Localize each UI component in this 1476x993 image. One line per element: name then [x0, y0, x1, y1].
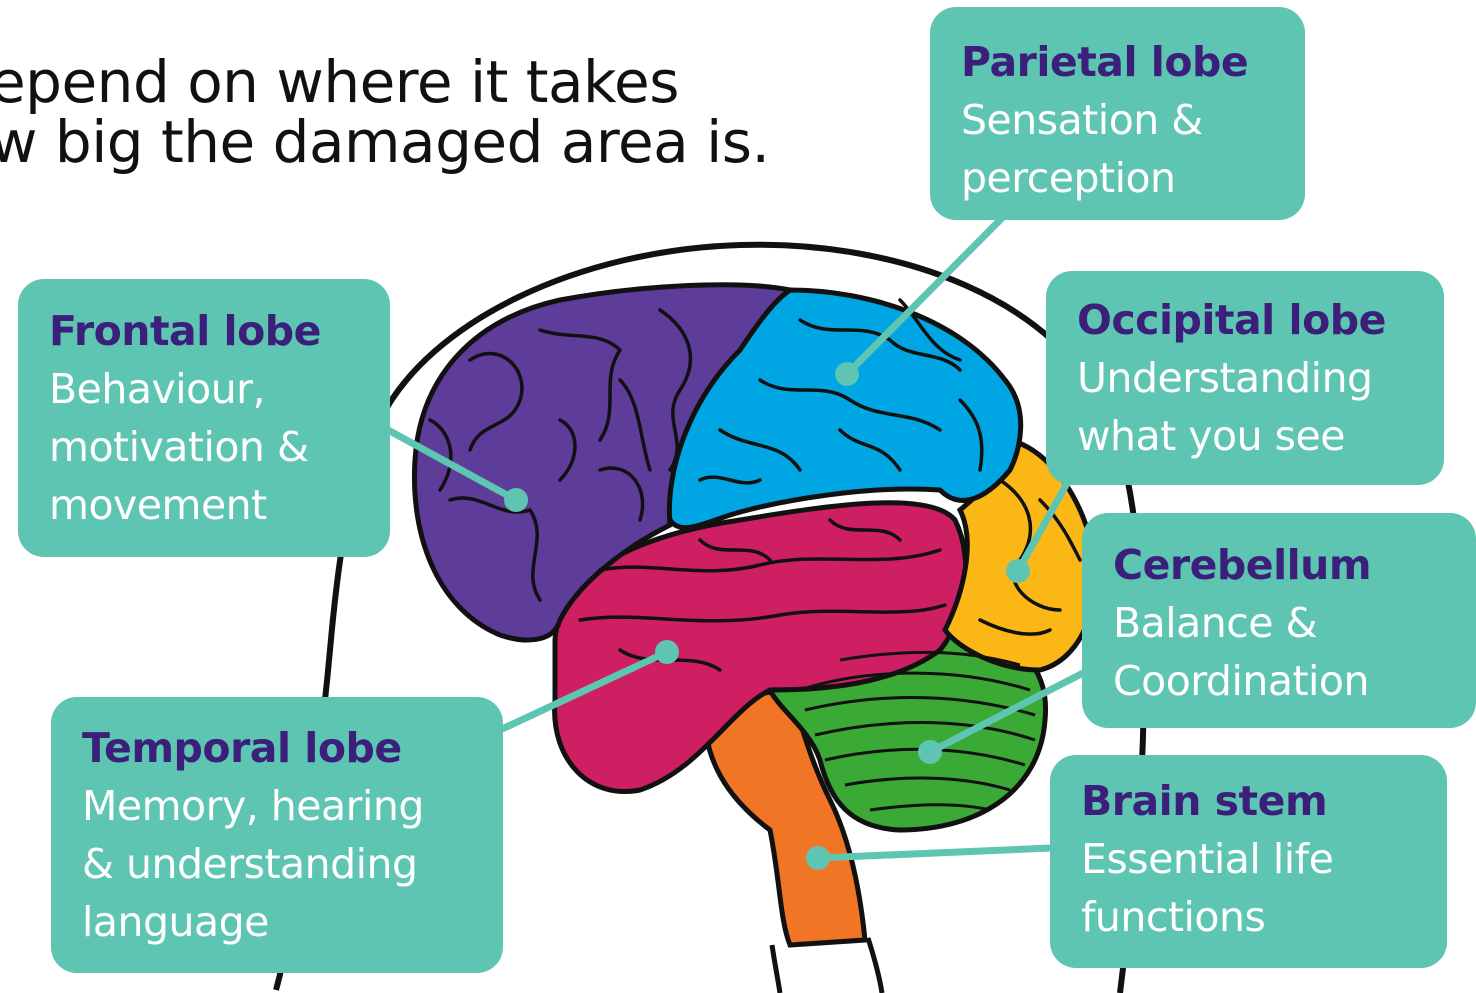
- temporal-lobe-region: [552, 500, 969, 794]
- cerebellum-folds: [799, 650, 1036, 812]
- dot-temporal: [655, 640, 679, 664]
- label-temporal-lobe: Temporal lobe Memory, hearing & understa…: [51, 697, 503, 973]
- dot-frontal: [504, 488, 528, 512]
- connector-dots: [504, 362, 1030, 870]
- dot-brainstem: [806, 846, 830, 870]
- label-description-line: Memory, hearing: [82, 782, 424, 830]
- brain-stem-region: [701, 687, 868, 948]
- spinal-cord-lines: [769, 937, 885, 993]
- intro-text-line-2: w big the damaged area is.: [0, 108, 770, 176]
- label-cerebellum: Cerebellum Balance & Coordination: [1082, 513, 1476, 728]
- connector-cerebellum: [928, 668, 1087, 756]
- label-description-line: what you see: [1077, 412, 1345, 460]
- connector-brainstem: [817, 844, 1053, 862]
- dot-parietal: [835, 362, 859, 386]
- intro-text-line-1: epend on where it takes: [0, 48, 679, 116]
- label-description-line: & understanding: [82, 840, 418, 888]
- label-frontal-lobe: Frontal lobe Behaviour, motivation & mov…: [18, 279, 390, 557]
- dot-cerebellum: [918, 740, 942, 764]
- label-title: Parietal lobe: [961, 38, 1249, 86]
- label-description-line: Behaviour,: [49, 365, 266, 413]
- connector-parietal: [844, 212, 1008, 377]
- dot-occipital: [1006, 559, 1030, 583]
- label-description-line: movement: [49, 481, 267, 529]
- label-title: Temporal lobe: [82, 724, 402, 772]
- label-title: Brain stem: [1081, 777, 1328, 825]
- label-description-line: Coordination: [1113, 657, 1370, 705]
- label-description-line: Sensation &: [961, 96, 1203, 144]
- label-brain-stem: Brain stem Essential life functions: [1050, 755, 1447, 968]
- connector-occipital: [1014, 476, 1074, 573]
- label-description-line: perception: [961, 154, 1176, 202]
- label-description-line: Balance &: [1113, 599, 1318, 647]
- label-title: Frontal lobe: [49, 307, 321, 355]
- frontal-lobe-region: [411, 282, 797, 643]
- label-parietal-lobe: Parietal lobe Sensation & perception: [930, 7, 1305, 220]
- label-description-line: language: [82, 898, 269, 946]
- label-title: Occipital lobe: [1077, 296, 1386, 344]
- connector-frontal: [386, 426, 518, 504]
- label-description-line: motivation &: [49, 423, 309, 471]
- label-occipital-lobe: Occipital lobe Understanding what you se…: [1046, 271, 1444, 485]
- connector-lines: [386, 212, 1087, 862]
- intro-text: epend on where it takes w big the damage…: [0, 52, 890, 172]
- brain-folds: [428, 298, 1082, 672]
- label-description-line: Essential life: [1081, 835, 1334, 883]
- label-description-line: functions: [1081, 893, 1266, 941]
- label-description-line: Understanding: [1077, 354, 1373, 402]
- label-title: Cerebellum: [1113, 541, 1372, 589]
- connector-temporal: [498, 648, 669, 734]
